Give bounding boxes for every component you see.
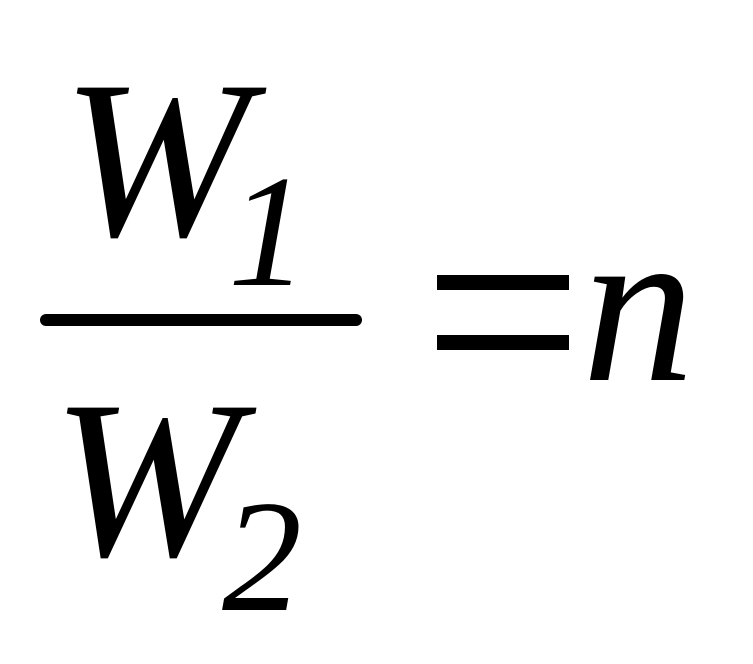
result: n [582, 179, 695, 429]
fraction-bar [40, 314, 362, 326]
equals-top-bar [437, 275, 569, 290]
denominator-subscript: 2 [222, 467, 302, 645]
equals-bottom-bar [437, 335, 569, 350]
numerator-base: W [62, 34, 250, 284]
denominator-base: W [52, 354, 240, 604]
numerator-subscript: 1 [228, 142, 308, 320]
